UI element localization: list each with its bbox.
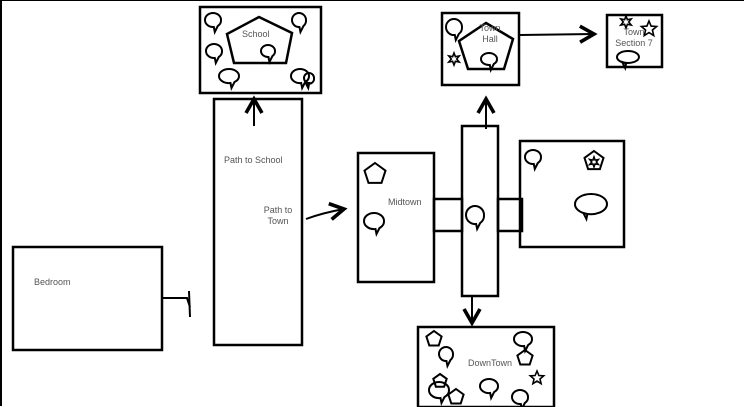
school-label: School — [242, 29, 270, 39]
speech-bubble-icon — [204, 43, 223, 67]
connector-left — [432, 197, 464, 233]
vertical-corridor — [460, 124, 500, 298]
speech-bubble-icon — [510, 389, 529, 407]
speech-bubble-icon — [259, 44, 276, 66]
speech-bubble-icon — [479, 52, 498, 74]
arrow-path-to-midtown — [305, 201, 348, 221]
path-to-town-label: Path to Town — [263, 205, 293, 226]
speech-bubble-icon — [464, 205, 485, 233]
arrow-town-hall-to-section-7 — [519, 24, 598, 44]
downtown-label: DownTown — [468, 358, 513, 368]
town-hall-building-pentagon — [457, 21, 515, 71]
speech-bubble-icon — [574, 193, 609, 223]
bedroom-label: Bedroom — [34, 277, 71, 287]
star-of-david-icon — [618, 13, 634, 31]
speech-bubble-icon — [290, 12, 307, 36]
speech-bubble-icon — [523, 149, 542, 173]
school-building-pentagon — [225, 15, 294, 65]
pentagon-icon — [425, 329, 443, 347]
pentagon-icon — [516, 348, 534, 366]
pentagon-icon — [447, 387, 465, 405]
speech-bubble-icon — [289, 68, 310, 92]
school-room — [198, 5, 323, 95]
downtown-room — [416, 325, 556, 407]
star-icon — [528, 368, 546, 386]
bedroom-room — [11, 245, 164, 352]
arrow-bedroom-to-path — [162, 297, 191, 308]
midtown-label: Midtown — [388, 197, 422, 207]
star-of-david-icon — [587, 154, 601, 170]
speech-bubble-icon — [444, 18, 463, 44]
town-section-7-label: Town Section 7 — [615, 27, 653, 48]
speech-bubble-icon — [203, 12, 222, 36]
path-to-school-label: Path to School — [224, 155, 283, 165]
speech-bubble-icon — [217, 68, 240, 92]
east-room — [518, 139, 626, 249]
speech-bubble-icon — [437, 346, 454, 370]
speech-bubble-icon — [362, 212, 385, 238]
star-of-david-icon — [446, 50, 462, 68]
speech-bubble-icon — [478, 378, 499, 402]
town-section-7-room — [605, 13, 664, 69]
town-hall-room — [440, 11, 521, 87]
speech-bubble-icon — [427, 381, 450, 407]
star-icon — [639, 18, 659, 38]
midtown-room — [356, 151, 436, 284]
speech-bubble-icon — [512, 331, 533, 355]
speech-bubble-icon — [302, 72, 316, 92]
town-hall-label: Town Hall — [479, 23, 501, 44]
pentagon-icon — [363, 161, 387, 184]
speech-bubble-icon — [616, 50, 641, 72]
connector-right — [496, 197, 524, 233]
pentagon-icon — [432, 372, 448, 388]
